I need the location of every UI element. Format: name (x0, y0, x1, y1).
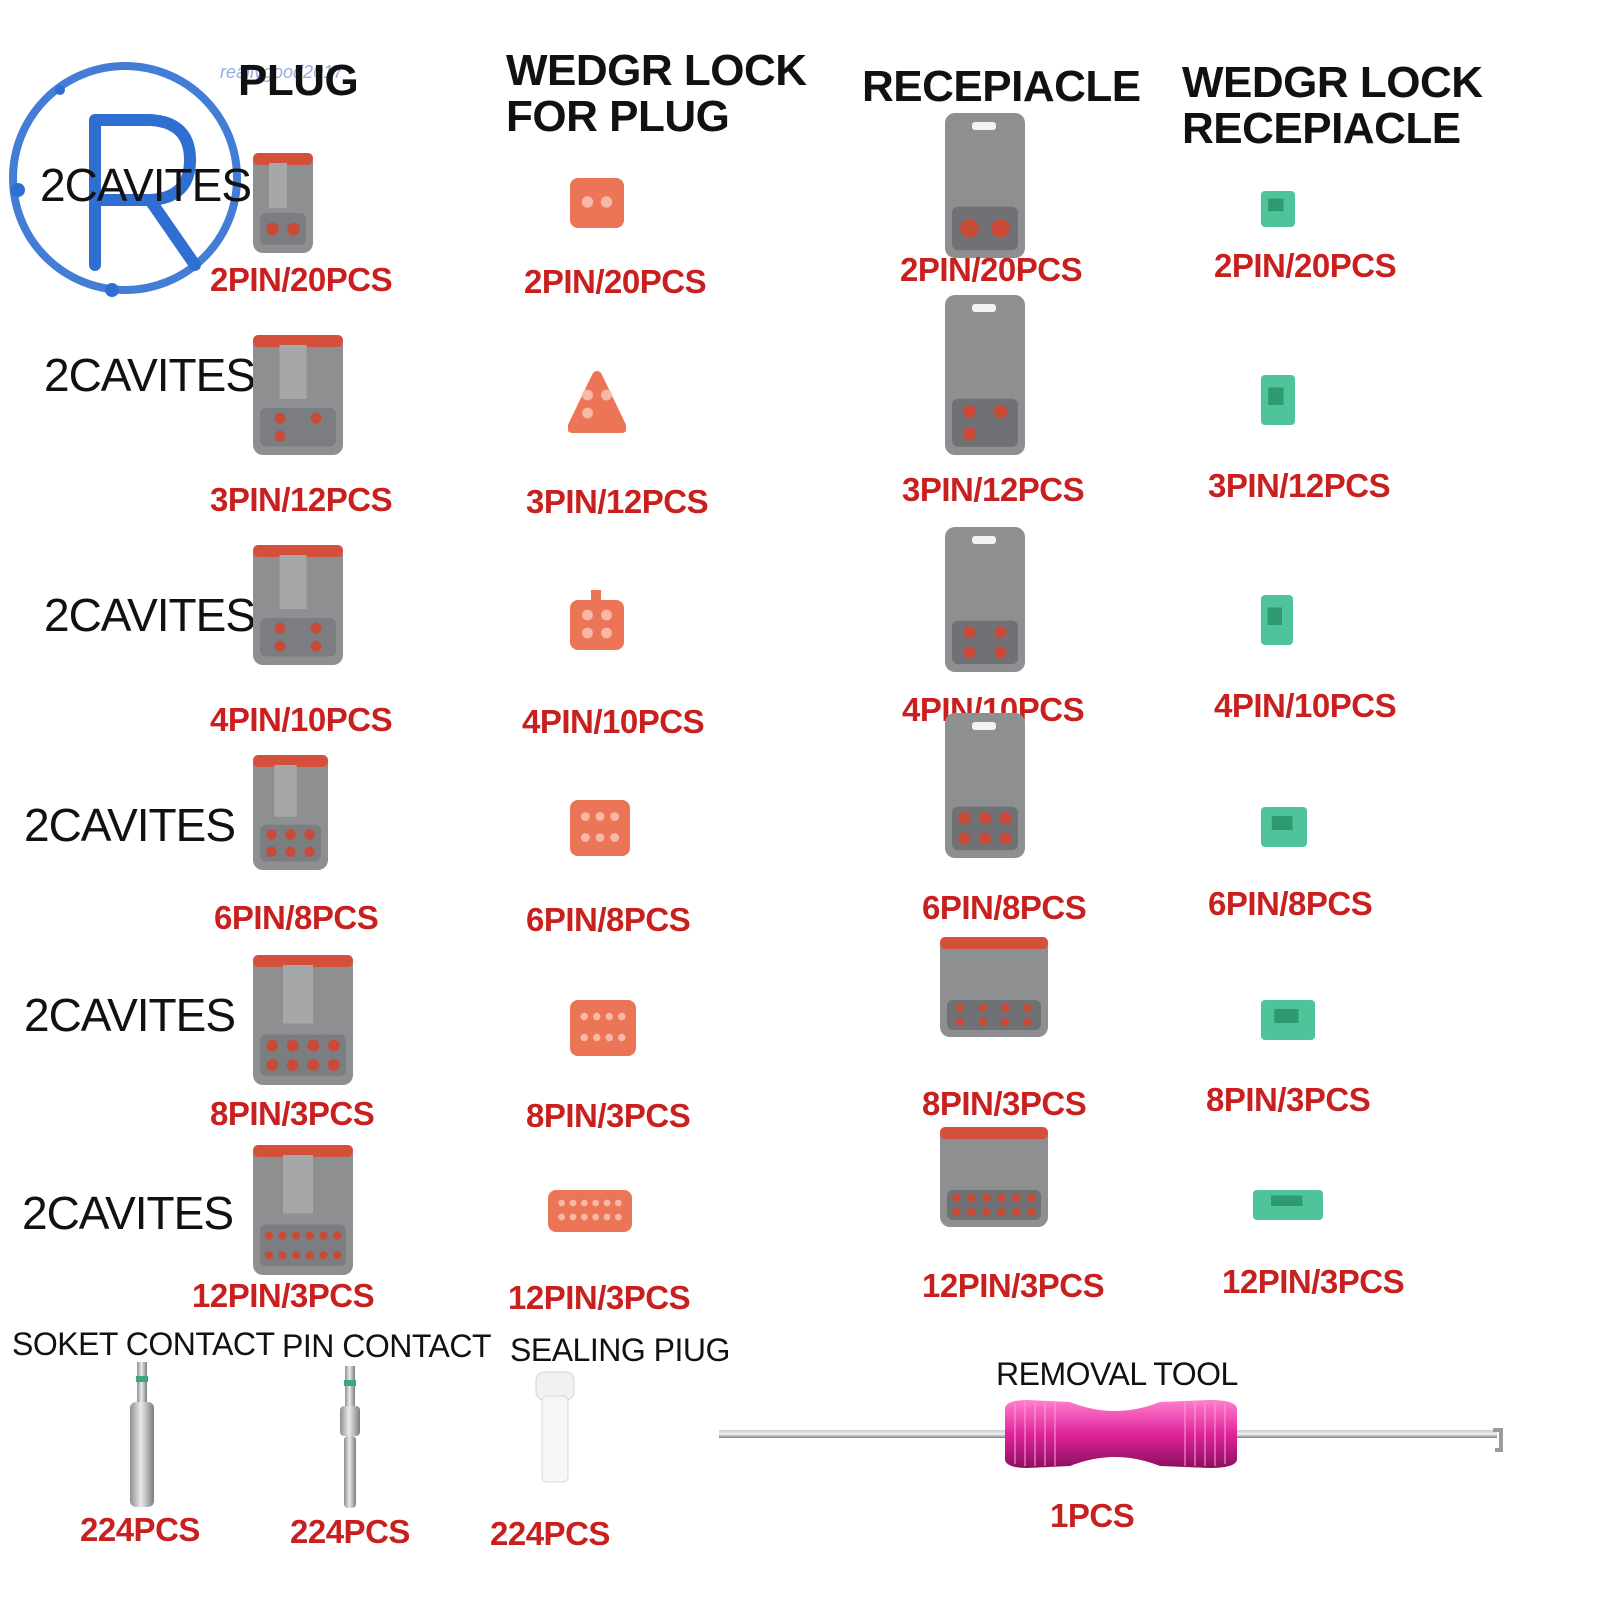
removal-tool-image (719, 1400, 1503, 1468)
socket-contact-image (130, 1362, 154, 1507)
wedge-plug-image (570, 178, 624, 228)
plug-qty: 4PIN/10PCS (210, 701, 393, 738)
cavity-label: 2CAVITES (22, 1187, 234, 1239)
label-sealing-plug: SEALING PIUG (510, 1332, 730, 1368)
header-wedge-recep-line2: RECEPIACLE (1182, 104, 1461, 153)
wedge-receptacle-qty: 6PIN/8PCS (1208, 885, 1373, 922)
plug-image (253, 335, 343, 455)
wedge-receptacle-qty: 12PIN/3PCS (1222, 1263, 1405, 1300)
header-wedge-plug-line2: FOR PLUG (506, 92, 730, 141)
pin-contact-image (340, 1366, 360, 1508)
wedge-receptacle-qty: 4PIN/10PCS (1214, 687, 1397, 724)
wedge-plug-image (548, 1190, 632, 1232)
wedge-plug-qty: 4PIN/10PCS (522, 703, 705, 740)
wedge-receptacle-image (1261, 595, 1293, 645)
plug-image (253, 955, 353, 1085)
qty-sealing-plug: 224PCS (490, 1515, 610, 1552)
wedge-receptacle-qty: 3PIN/12PCS (1208, 467, 1391, 504)
receptacle-image (940, 937, 1048, 1037)
wedge-plug-image (570, 800, 630, 856)
wedge-plug-qty: 6PIN/8PCS (526, 901, 691, 938)
cavity-label: 2CAVITES (44, 349, 256, 401)
receptacle-qty: 2PIN/20PCS (900, 251, 1083, 288)
wedge-receptacle-image (1261, 375, 1295, 425)
watermark-text: reallygood2017 (220, 62, 344, 82)
plug-image (253, 153, 313, 253)
plug-image (253, 755, 328, 870)
wedge-receptacle-qty: 8PIN/3PCS (1206, 1081, 1371, 1118)
cavity-label: 2CAVITES (24, 799, 236, 851)
wedge-receptacle-image (1261, 191, 1295, 227)
wedge-receptacle-image (1261, 807, 1307, 847)
label-pin-contact: PIN CONTACT (282, 1328, 492, 1364)
receptacle-qty: 3PIN/12PCS (902, 471, 1085, 508)
header-receptacle: RECEPIACLE (862, 62, 1141, 111)
label-socket-contact: SOKET CONTACT (12, 1326, 275, 1362)
header-plug: PLUG (238, 56, 359, 105)
wedge-receptacle-image (1261, 1000, 1315, 1040)
qty-removal-tool: 1PCS (1050, 1497, 1135, 1534)
wedge-plug-qty: 2PIN/20PCS (524, 263, 707, 300)
plug-image (253, 1145, 353, 1275)
wedge-plug-image (570, 1000, 636, 1056)
wedge-receptacle-image (1253, 1190, 1323, 1220)
plug-qty: 3PIN/12PCS (210, 481, 393, 518)
wedge-receptacle-qty: 2PIN/20PCS (1214, 247, 1397, 284)
wedge-plug-image (570, 590, 624, 650)
receptacle-image (940, 1127, 1048, 1227)
plug-qty: 6PIN/8PCS (214, 899, 379, 936)
receptacle-image (945, 713, 1025, 858)
header-wedge-recep-line1: WEDGR LOCK (1182, 58, 1483, 107)
receptacle-image (945, 295, 1025, 455)
sealing-plug-image (535, 1371, 575, 1483)
header-wedge-plug-line1: WEDGR LOCK (506, 46, 807, 95)
cavity-label: 2CAVITES (44, 589, 256, 641)
receptacle-qty: 12PIN/3PCS (922, 1267, 1105, 1304)
cavity-label: 2CAVITES (24, 989, 236, 1041)
wedge-plug-qty: 8PIN/3PCS (526, 1097, 691, 1134)
receptacle-qty: 6PIN/8PCS (922, 889, 1087, 926)
plug-image (253, 545, 343, 665)
wedge-plug-qty: 3PIN/12PCS (526, 483, 709, 520)
receptacle-image (945, 527, 1025, 672)
plug-qty: 8PIN/3PCS (210, 1095, 375, 1132)
qty-pin-contact: 224PCS (290, 1513, 410, 1550)
cavity-label: 2CAVITES (40, 159, 252, 211)
plug-qty: 12PIN/3PCS (192, 1277, 375, 1314)
plug-qty: 2PIN/20PCS (210, 261, 393, 298)
qty-socket-contact: 224PCS (80, 1511, 200, 1548)
receptacle-qty: 8PIN/3PCS (922, 1085, 1087, 1122)
wedge-plug-image (568, 371, 626, 433)
label-removal-tool: REMOVAL TOOL (996, 1356, 1238, 1392)
watermark-logo (9, 62, 241, 297)
receptacle-image (945, 113, 1025, 258)
wedge-plug-qty: 12PIN/3PCS (508, 1279, 691, 1316)
